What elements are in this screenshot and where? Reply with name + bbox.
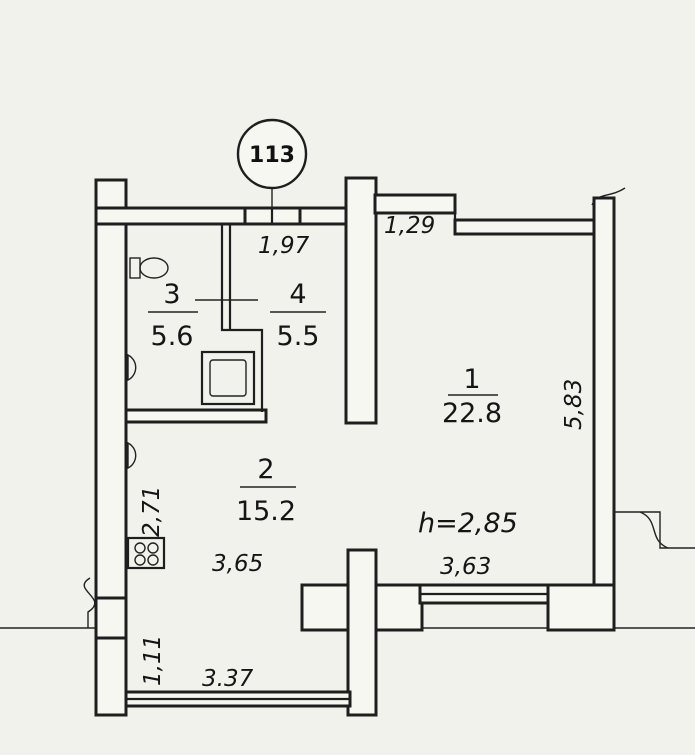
room-1-area: 22.8 [442, 398, 502, 429]
wall-top-right-2 [453, 218, 597, 236]
pier-cross [346, 548, 378, 717]
room-2-area: 15.2 [236, 496, 296, 527]
plan-number: 113 [249, 143, 295, 168]
wall-top-mid [298, 206, 350, 226]
room-1-label: 1 22.8 [442, 364, 502, 429]
wall-top-left [94, 206, 248, 226]
wall-bottom-left [94, 596, 128, 640]
break-mark-right [639, 511, 669, 549]
wall-bath-divider [220, 224, 264, 412]
toilet-icon [129, 257, 169, 279]
wall-bath-bottom [124, 408, 268, 424]
wall-bottom-right [546, 583, 616, 632]
room-4-area: 5.5 [277, 321, 320, 352]
partition-column [344, 176, 378, 425]
room-1-number: 1 [463, 364, 480, 395]
wall-right [592, 196, 616, 592]
break-mark-left [83, 577, 96, 628]
dim-kitchen-width: 3,65 [212, 551, 263, 577]
dim-balcony-depth: 1,29 [384, 213, 435, 239]
stove-icon [126, 536, 166, 570]
kitchen-sink-icon [127, 441, 137, 470]
dim-loggia-width: 3.37 [202, 666, 254, 692]
room-2-number: 2 [257, 454, 274, 485]
sink-icon [127, 353, 137, 382]
dim-ceiling-height: h=2,85 [418, 508, 518, 539]
room-2-label: 2 15.2 [236, 454, 296, 527]
room-4-number: 4 [289, 279, 306, 310]
dim-room1-width: 3,63 [440, 554, 491, 580]
shower-tray [200, 350, 256, 406]
right-wall-outer [613, 198, 695, 549]
dim-kitchen-depth: 2,71 [139, 486, 165, 537]
room-3-number: 3 [163, 279, 180, 310]
room-3-label: 3 5.6 [148, 279, 198, 352]
dim-room1-height: 5,83 [561, 379, 587, 430]
wall-top-right [373, 193, 457, 215]
dim-loggia-depth: 1,11 [140, 635, 166, 686]
dim-corridor-width: 1,97 [258, 233, 310, 259]
room-3-area: 5.6 [151, 321, 194, 352]
room-4-label: 4 5.5 [270, 279, 326, 352]
shower-tray-inner [209, 359, 247, 397]
